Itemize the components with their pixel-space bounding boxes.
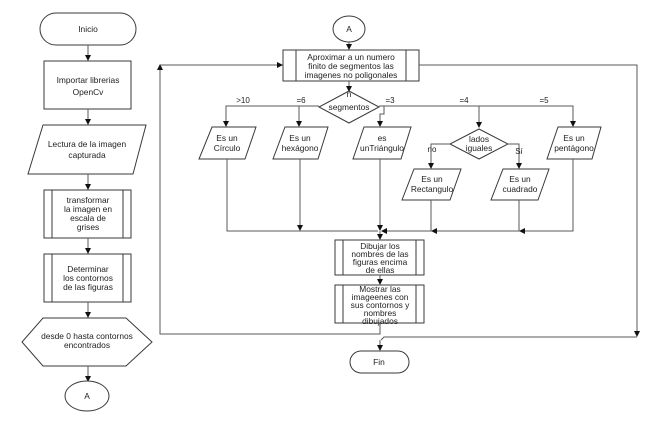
contours-label-3: de las figuras (63, 282, 113, 292)
segments-decision: n segmentos (317, 89, 381, 124)
pentagon-label-2: pentágono (554, 143, 594, 153)
approx-label-2: finito de segmentos las (308, 61, 394, 71)
approx-label-3: imagenes no poligonales (305, 70, 398, 80)
loop-back-line (157, 64, 381, 335)
end-label: Fin (373, 357, 385, 367)
edge-label-eq4: =4 (459, 96, 469, 105)
show-label-5: dibujados (362, 316, 398, 326)
hexagon-label-1: Es un (289, 133, 311, 143)
import-label-2: OpenCv (73, 87, 105, 97)
segments-label-1: n (347, 89, 352, 99)
connector-a-in: A (332, 15, 366, 43)
triangle-output: es unTriángulo (352, 126, 412, 160)
triangle-label-1: es (378, 133, 387, 143)
loop-exit-line (419, 64, 640, 337)
start-terminator: Inicio (39, 12, 137, 46)
merge-rectangle (381, 200, 432, 234)
edge-label-eq6: =6 (296, 96, 306, 105)
show-label-3: sus contornos y (351, 300, 410, 310)
start-label: Inicio (78, 24, 98, 34)
end-terminator: Fin (349, 350, 410, 374)
segments-label-2: segmentos (329, 102, 370, 112)
edge-label-no: no (428, 145, 437, 154)
edge-no (428, 143, 450, 169)
edge-yes (508, 143, 522, 169)
import-label-1: Importar librerias (57, 75, 120, 85)
contours-label-1: Determinar (67, 264, 109, 274)
edge-eq3 (377, 106, 385, 127)
pentagon-output: Es un pentágono (546, 126, 602, 160)
approximate-subprocess: Aproximar a un numero finito de segmento… (282, 49, 420, 82)
show-images-subprocess: Mostrar las imageenes con sus contornos … (334, 284, 425, 326)
equal-sides-decision: lados iguales (448, 128, 510, 160)
read-label-1: Lectura de la imagen (48, 139, 127, 149)
gray-label-2: la imagen en (64, 204, 112, 214)
loop-label-2: encontrados (64, 340, 110, 350)
rectangle-output: Es un Rectangulo (401, 168, 462, 201)
rectangle-label-1: Es un (421, 174, 443, 184)
connector-a-out: A (64, 380, 110, 412)
read-label-2: capturada (68, 150, 106, 160)
read-image-io: Lectura de la imagen capturada (27, 124, 147, 175)
rectangle-label-2: Rectangulo (411, 184, 454, 194)
approx-label-1: Aproximar a un numero (307, 52, 395, 62)
square-label-2: cuadrado (503, 184, 538, 194)
grayscale-subprocess: transformar la imagen en escala de grise… (43, 189, 132, 239)
triangle-label-2: unTriángulo (360, 143, 404, 153)
edge-label-eq3: =3 (385, 96, 395, 105)
import-libraries-process: Importar librerias OpenCv (43, 60, 132, 110)
show-label-4: nombres (364, 308, 397, 318)
hexagon-output: Es un hexágono (272, 126, 329, 160)
merge-circle (226, 159, 378, 232)
circle-label-2: Círculo (214, 143, 241, 153)
merge-square (431, 200, 520, 234)
gray-label-1: transformar (67, 195, 110, 205)
draw-names-subprocess: Dibujar los nombres de las figuras encim… (334, 239, 425, 276)
circle-output: Es un Círculo (198, 126, 257, 160)
show-label-2: imageenes con (352, 292, 409, 302)
loop-preparation: desde 0 hasta contornos encontrados (21, 317, 153, 367)
edge-eq5 (379, 105, 576, 127)
sides-label-2: iguales (466, 143, 493, 153)
loop-exit-return (380, 336, 637, 341)
pentagon-label-1: Es un (563, 133, 585, 143)
merge-pentagon (519, 159, 574, 234)
contours-subprocess: Determinar los contornos de las figuras (43, 253, 132, 303)
connector-a-out-label: A (84, 391, 90, 401)
edge-label-gt10: >10 (236, 96, 250, 105)
edge-label-yes: Sí (515, 147, 523, 156)
circle-label-1: Es un (216, 133, 238, 143)
draw-label-1: Dibujar los (360, 241, 400, 251)
connector-a-in-label: A (346, 24, 352, 34)
sides-label-1: lados (469, 134, 489, 144)
draw-label-2: nombres de las (351, 249, 408, 259)
square-label-1: Es un (509, 174, 531, 184)
edge-gt10 (223, 105, 319, 127)
edge-label-eq5: =5 (539, 96, 549, 105)
loop-label-1: desde 0 hasta contornos (41, 331, 133, 341)
contours-label-2: los contornos (63, 273, 113, 283)
square-output: Es un cuadrado (490, 168, 550, 201)
gray-label-3: escala de (70, 213, 106, 223)
hexagon-label-2: hexágono (282, 143, 319, 153)
draw-label-3: figuras encima (353, 257, 408, 267)
show-label-1: Mostrar las (359, 284, 400, 294)
draw-label-4: de ellas (366, 265, 395, 275)
gray-label-4: grises (77, 222, 99, 232)
